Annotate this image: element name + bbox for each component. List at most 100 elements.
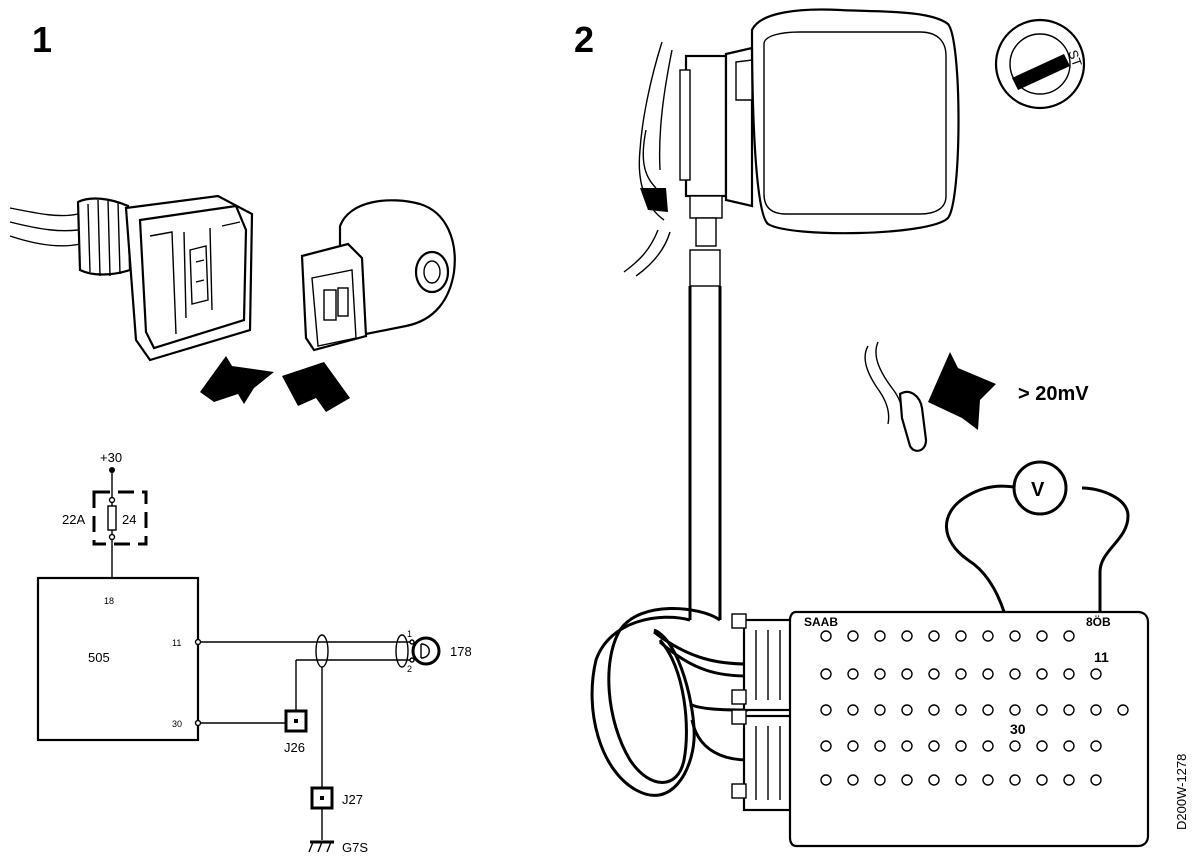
breakout-box-model: 8ÖB — [1086, 614, 1111, 629]
breakout-box: SAAB 8ÖB 30 11 — [788, 610, 1150, 848]
panel-number-2: 2 — [574, 19, 594, 60]
supply-label: +30 — [100, 450, 122, 465]
pin-hole — [1036, 630, 1048, 642]
voltmeter-symbol: V — [1031, 479, 1045, 501]
pin-18-label: 18 — [104, 596, 114, 606]
wiring-schematic: +30 22A 24 18 505 11 30 1 2 178 — [36, 450, 472, 855]
pin-hole — [955, 774, 967, 786]
pin-hole — [1063, 630, 1075, 642]
probe-pin-11-label: 11 — [1094, 649, 1109, 665]
pin-hole — [901, 668, 913, 680]
breakout-connectors — [731, 613, 794, 812]
pin-hole — [874, 704, 886, 716]
control-unit-housing — [623, 8, 960, 287]
knock-sensor-symbol — [411, 636, 441, 666]
pin-30-label: 30 — [172, 719, 182, 729]
ground-label: G7S — [342, 840, 368, 855]
pin-hole — [820, 668, 832, 680]
fuse-rating-label: 22A — [62, 512, 85, 527]
push-arrow-right-icon — [282, 362, 350, 412]
pin-hole — [1063, 668, 1075, 680]
pin-hole — [1009, 704, 1021, 716]
tap-arrow-icon — [928, 352, 996, 430]
pin-hole — [1090, 740, 1102, 752]
pin-hole — [820, 774, 832, 786]
pin-hole — [874, 668, 886, 680]
pin-hole — [982, 630, 994, 642]
pin-hole — [874, 740, 886, 752]
pin-hole — [1063, 740, 1075, 752]
pin-hole — [1090, 704, 1102, 716]
pin-hole — [847, 668, 859, 680]
ground-icon — [308, 840, 334, 853]
pin-hole — [820, 704, 832, 716]
pin-hole — [1009, 630, 1021, 642]
pin-11-label: 11 — [172, 638, 181, 648]
panel-number-1: 1 — [32, 19, 52, 60]
pin-hole — [928, 668, 940, 680]
pin-hole — [955, 630, 967, 642]
pin-hole — [1117, 704, 1129, 716]
pin-hole — [1090, 668, 1102, 680]
harness-connector — [9, 194, 254, 362]
pin-hole — [1036, 704, 1048, 716]
pin-hole — [928, 630, 940, 642]
pin-hole — [982, 704, 994, 716]
ignition-position-label: ST — [1065, 48, 1085, 69]
pin-hole — [901, 740, 913, 752]
pin-hole — [982, 668, 994, 680]
pin-hole — [874, 774, 886, 786]
pin-hole — [928, 740, 940, 752]
pin-hole — [901, 774, 913, 786]
pin-hole — [982, 774, 994, 786]
pin-hole — [1063, 704, 1075, 716]
shield-symbol — [315, 634, 329, 668]
breakout-box-brand: SAAB — [804, 615, 838, 629]
tap-hammer-icon — [864, 341, 928, 452]
pin-hole — [1036, 774, 1048, 786]
pin-hole — [874, 630, 886, 642]
figure-code: D200W-1278 — [1174, 754, 1189, 830]
fuse — [107, 505, 117, 531]
cable — [688, 286, 722, 620]
junction-j26-label: J26 — [284, 740, 305, 755]
fuse-box — [92, 490, 148, 546]
pin-hole — [1009, 774, 1021, 786]
pin-hole — [847, 774, 859, 786]
pin-hole — [1036, 668, 1048, 680]
pin-hole — [847, 740, 859, 752]
push-arrow-left-icon — [200, 356, 274, 404]
sensor-id-label: 178 — [450, 644, 472, 659]
pin-hole — [982, 740, 994, 752]
sensor-pin-2-label: 2 — [407, 664, 412, 674]
pin-hole — [1036, 740, 1048, 752]
pin-hole — [1090, 774, 1102, 786]
junction-j27-label: J27 — [342, 792, 363, 807]
pin-hole — [955, 740, 967, 752]
voltmeter-circle — [1012, 460, 1068, 516]
pin-hole — [1009, 740, 1021, 752]
pin-hole — [901, 630, 913, 642]
pin-hole — [955, 668, 967, 680]
pin-hole — [955, 704, 967, 716]
shield-symbol-sensor — [395, 634, 409, 668]
pin-hole — [847, 630, 859, 642]
pin-hole — [1063, 774, 1075, 786]
probe-pin-30-label: 30 — [1010, 721, 1026, 737]
sensor-pin-1-label: 1 — [407, 629, 412, 639]
pin-hole — [1009, 668, 1021, 680]
pin-hole — [928, 704, 940, 716]
control-unit-label: 505 — [88, 650, 110, 665]
pin-hole — [820, 740, 832, 752]
control-unit-505 — [36, 576, 200, 742]
breakout-pin-grid — [820, 630, 1129, 786]
pin-hole — [847, 704, 859, 716]
fuse-id-label: 24 — [122, 512, 136, 527]
knock-sensor — [300, 199, 456, 352]
ignition-switch-icon: ST — [994, 18, 1086, 110]
voltage-threshold-label: > 20mV — [1018, 383, 1089, 405]
breakout-cable — [590, 606, 749, 797]
pin-hole — [928, 774, 940, 786]
pin-hole — [820, 630, 832, 642]
